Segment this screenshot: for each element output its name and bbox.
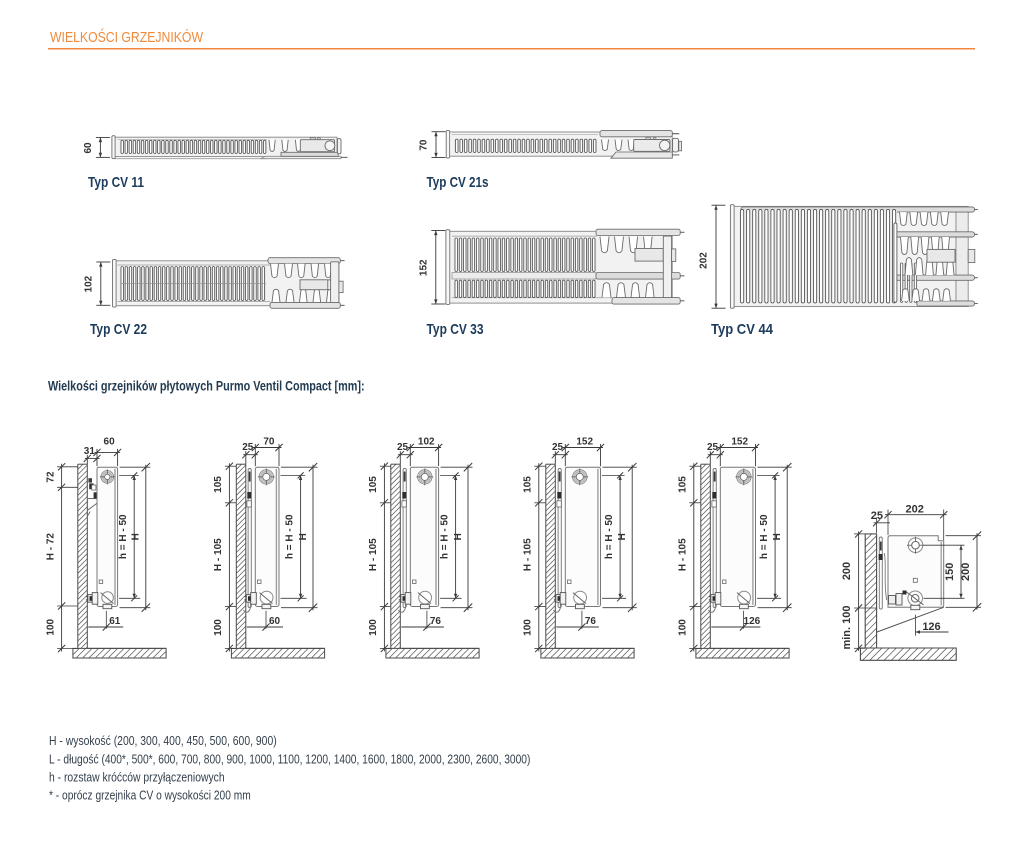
svg-text:H: H bbox=[298, 533, 309, 540]
svg-text:202: 202 bbox=[699, 252, 710, 269]
svg-text:Typ CV 11: Typ CV 11 bbox=[88, 174, 144, 191]
svg-text:H: H bbox=[617, 533, 628, 540]
svg-text:WIELKOŚCI GRZEJNIKÓW: WIELKOŚCI GRZEJNIKÓW bbox=[50, 28, 204, 46]
svg-text:152: 152 bbox=[731, 437, 748, 448]
svg-text:100: 100 bbox=[523, 619, 534, 636]
svg-text:126: 126 bbox=[922, 621, 940, 633]
svg-text:h = H - 50: h = H - 50 bbox=[118, 514, 129, 559]
svg-text:100: 100 bbox=[213, 619, 224, 636]
svg-text:H - 72: H - 72 bbox=[45, 533, 56, 561]
svg-text:61: 61 bbox=[109, 616, 121, 627]
svg-text:H - 105: H - 105 bbox=[523, 538, 534, 571]
svg-text:70: 70 bbox=[419, 139, 430, 151]
svg-text:76: 76 bbox=[430, 616, 442, 627]
svg-text:25: 25 bbox=[397, 442, 409, 453]
svg-text:H - 105: H - 105 bbox=[213, 538, 224, 571]
svg-text:102: 102 bbox=[83, 275, 94, 292]
svg-text:25: 25 bbox=[552, 442, 564, 453]
svg-text:100: 100 bbox=[45, 618, 56, 635]
svg-text:25: 25 bbox=[242, 442, 254, 453]
svg-text:100: 100 bbox=[368, 619, 379, 636]
svg-text:202: 202 bbox=[906, 504, 924, 516]
svg-text:152: 152 bbox=[576, 437, 593, 448]
svg-text:H: H bbox=[772, 533, 783, 540]
svg-text:25: 25 bbox=[707, 442, 719, 453]
svg-text:h = H - 50: h = H - 50 bbox=[604, 514, 615, 559]
svg-text:L - długość (400*, 500*, 600,: L - długość (400*, 500*, 600, 700, 800, … bbox=[49, 752, 530, 766]
svg-text:H: H bbox=[131, 533, 142, 540]
svg-text:150: 150 bbox=[944, 563, 956, 581]
svg-text:H - 105: H - 105 bbox=[678, 538, 689, 571]
svg-text:105: 105 bbox=[213, 476, 224, 493]
svg-text:* - oprócz grzejnika CV o wyso: * - oprócz grzejnika CV o wysokości 200 … bbox=[49, 788, 251, 802]
svg-text:60: 60 bbox=[104, 437, 116, 448]
svg-text:200: 200 bbox=[960, 563, 972, 581]
svg-text:Typ CV 44: Typ CV 44 bbox=[711, 321, 774, 338]
svg-text:152: 152 bbox=[418, 259, 429, 276]
svg-text:100: 100 bbox=[678, 619, 689, 636]
svg-text:70: 70 bbox=[263, 437, 275, 448]
svg-text:105: 105 bbox=[678, 476, 689, 493]
svg-text:min. 100: min. 100 bbox=[841, 605, 853, 649]
svg-text:H - 105: H - 105 bbox=[368, 538, 379, 571]
svg-text:h = H - 50: h = H - 50 bbox=[759, 514, 770, 559]
svg-text:H - wysokość (200, 300, 400, 4: H - wysokość (200, 300, 400, 450, 500, 6… bbox=[49, 734, 277, 748]
svg-text:Wielkości grzejników płytowych: Wielkości grzejników płytowych Purmo Ven… bbox=[48, 379, 365, 394]
svg-text:60: 60 bbox=[83, 142, 94, 154]
svg-text:Typ CV 33: Typ CV 33 bbox=[427, 321, 484, 338]
svg-text:h = H - 50: h = H - 50 bbox=[284, 514, 295, 559]
svg-text:h = H - 50: h = H - 50 bbox=[439, 514, 450, 559]
svg-text:31: 31 bbox=[84, 446, 96, 457]
svg-text:105: 105 bbox=[368, 476, 379, 493]
svg-text:102: 102 bbox=[418, 437, 435, 448]
svg-text:200: 200 bbox=[841, 562, 853, 580]
svg-text:72: 72 bbox=[45, 471, 56, 483]
svg-text:Typ CV 22: Typ CV 22 bbox=[90, 321, 147, 338]
svg-text:105: 105 bbox=[523, 476, 534, 493]
svg-text:76: 76 bbox=[585, 616, 597, 627]
svg-text:126: 126 bbox=[744, 616, 761, 627]
svg-text:25: 25 bbox=[871, 510, 883, 522]
svg-text:60: 60 bbox=[269, 616, 281, 627]
svg-text:H: H bbox=[453, 533, 464, 540]
svg-text:Typ CV 21s: Typ CV 21s bbox=[427, 174, 489, 191]
svg-text:h - rozstaw króćców przyłączen: h - rozstaw króćców przyłączeniowych bbox=[49, 771, 225, 785]
